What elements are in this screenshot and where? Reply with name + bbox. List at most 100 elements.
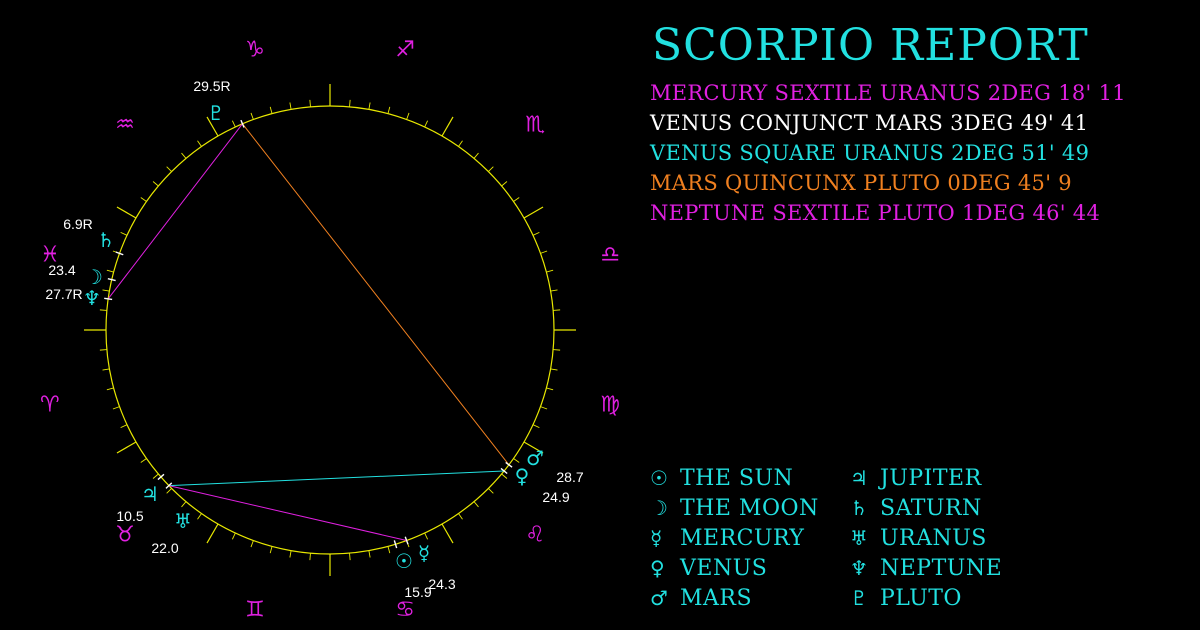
- minor-tick: [488, 488, 494, 494]
- minor-tick: [546, 269, 554, 273]
- legend-label: THE MOON: [680, 496, 819, 521]
- major-tick: [441, 116, 454, 137]
- mars-position-marker: [505, 461, 513, 468]
- minor-tick: [289, 550, 292, 558]
- minor-tick: [550, 368, 558, 371]
- minor-tick: [120, 231, 128, 236]
- legend-label: URANUS: [880, 526, 987, 551]
- major-tick: [116, 441, 137, 454]
- libra-icon: ♎: [600, 242, 620, 267]
- mercury-degree-label: 24.3: [428, 576, 455, 592]
- major-tick: [206, 116, 219, 137]
- major-tick: [116, 206, 137, 219]
- aspect-line-text: VENUS CONJUNCT MARS 3DEG 49' 41: [650, 111, 1089, 135]
- sun-icon: ☉: [395, 549, 413, 573]
- minor-tick: [488, 166, 494, 172]
- moon-icon: ☽: [85, 265, 103, 289]
- minor-tick: [250, 540, 254, 548]
- mars-degree-label: 28.7: [556, 469, 583, 485]
- mercury-icon: ☿: [418, 541, 430, 565]
- legend-item-jupiter: ♃ JUPITER: [850, 466, 982, 491]
- minor-tick: [532, 424, 540, 429]
- minor-tick: [349, 99, 351, 107]
- saturn-icon: ♄: [850, 496, 869, 520]
- neptune-icon: ♆: [850, 556, 869, 580]
- uranus-degree-label: 22.0: [151, 540, 178, 556]
- minor-tick: [106, 387, 114, 391]
- minor-tick: [387, 546, 391, 554]
- aspect-line-text: NEPTUNE SEXTILE PLUTO 1DEG 46' 44: [650, 201, 1101, 225]
- minor-tick: [458, 513, 463, 520]
- gemini-icon: ♊: [245, 598, 265, 623]
- minor-tick: [250, 112, 254, 120]
- jupiter-icon: ♃: [850, 466, 869, 490]
- major-tick: [441, 523, 454, 544]
- minor-tick: [197, 140, 202, 147]
- minor-tick: [473, 501, 479, 508]
- minor-tick: [140, 197, 147, 202]
- minor-tick: [550, 289, 558, 292]
- minor-tick: [152, 181, 159, 187]
- page-title: SCORPIO REPORT: [652, 20, 1089, 71]
- minor-tick: [406, 112, 410, 120]
- pluto-icon: ♇: [207, 101, 225, 125]
- legend-label: THE SUN: [680, 466, 794, 491]
- minor-tick: [553, 309, 561, 311]
- moon-degree-label: 23.4: [48, 262, 75, 278]
- minor-tick: [309, 553, 311, 561]
- venus-position-marker: [500, 467, 508, 475]
- scorpio-icon: ♏: [525, 112, 545, 137]
- minor-tick: [112, 406, 120, 410]
- virgo-icon: ♍: [600, 393, 620, 418]
- minor-tick: [99, 349, 107, 351]
- saturn-degree-label: 6.9R: [63, 216, 93, 232]
- minor-tick: [368, 550, 371, 558]
- minor-tick: [513, 197, 520, 202]
- legend-label: PLUTO: [880, 586, 962, 611]
- neptune-degree-label: 27.7R: [45, 286, 82, 302]
- uranus-icon: ♅: [850, 526, 869, 550]
- venus-degree-label: 24.9: [542, 489, 569, 505]
- legend-item-the-moon: ☽THE MOON: [650, 496, 819, 521]
- pisces-icon: ♓: [40, 242, 60, 267]
- minor-tick: [513, 458, 520, 463]
- minor-tick: [269, 106, 273, 114]
- jupiter-degree-label: 10.5: [116, 508, 143, 524]
- venus-icon: ♀: [515, 464, 530, 488]
- sun-icon: ☉: [650, 466, 669, 490]
- minor-tick: [368, 102, 371, 110]
- legend-item-saturn: ♄ SATURN: [850, 496, 982, 521]
- pluto-degree-label: 29.5R: [193, 78, 230, 94]
- chart-wheel: ♈♉♊♋♌♍♎♏♐♑♒♓♇29.5R♄6.9R☽23.4♆27.7R♃10.5♅…: [40, 37, 620, 623]
- taurus-icon: ♉: [115, 523, 135, 548]
- minor-tick: [231, 532, 236, 540]
- mars-icon: ♂: [650, 586, 669, 610]
- legend-label: SATURN: [880, 496, 982, 521]
- minor-tick: [458, 140, 463, 147]
- minor-tick: [424, 532, 429, 540]
- aspect-line-pluto-neptune: [107, 123, 243, 300]
- legend-label: MERCURY: [680, 526, 805, 551]
- major-tick: [206, 523, 219, 544]
- legend-item-the-sun: ☉ THE SUN: [650, 466, 793, 491]
- legend-label: JUPITER: [880, 466, 982, 491]
- minor-tick: [181, 152, 187, 159]
- minor-tick: [387, 106, 391, 114]
- neptune-icon: ♆: [83, 286, 101, 310]
- sagittarius-icon: ♐: [395, 37, 415, 62]
- sun-position-marker: [393, 540, 398, 549]
- moon-position-marker: [107, 278, 116, 282]
- legend-item-mercury: ☿MERCURY: [650, 526, 804, 551]
- cancer-icon: ♋: [395, 598, 415, 623]
- legend-label: MARS: [680, 586, 753, 611]
- legend-item-neptune: ♆NEPTUNE: [850, 556, 1002, 581]
- leo-icon: ♌: [525, 523, 545, 548]
- neptune-position-marker: [104, 297, 113, 301]
- minor-tick: [540, 250, 548, 254]
- legend-item-pluto: ♇PLUTO: [850, 586, 962, 611]
- jupiter-icon: ♃: [141, 482, 159, 506]
- minor-tick: [289, 102, 292, 110]
- minor-tick: [231, 120, 236, 128]
- minor-tick: [473, 152, 479, 159]
